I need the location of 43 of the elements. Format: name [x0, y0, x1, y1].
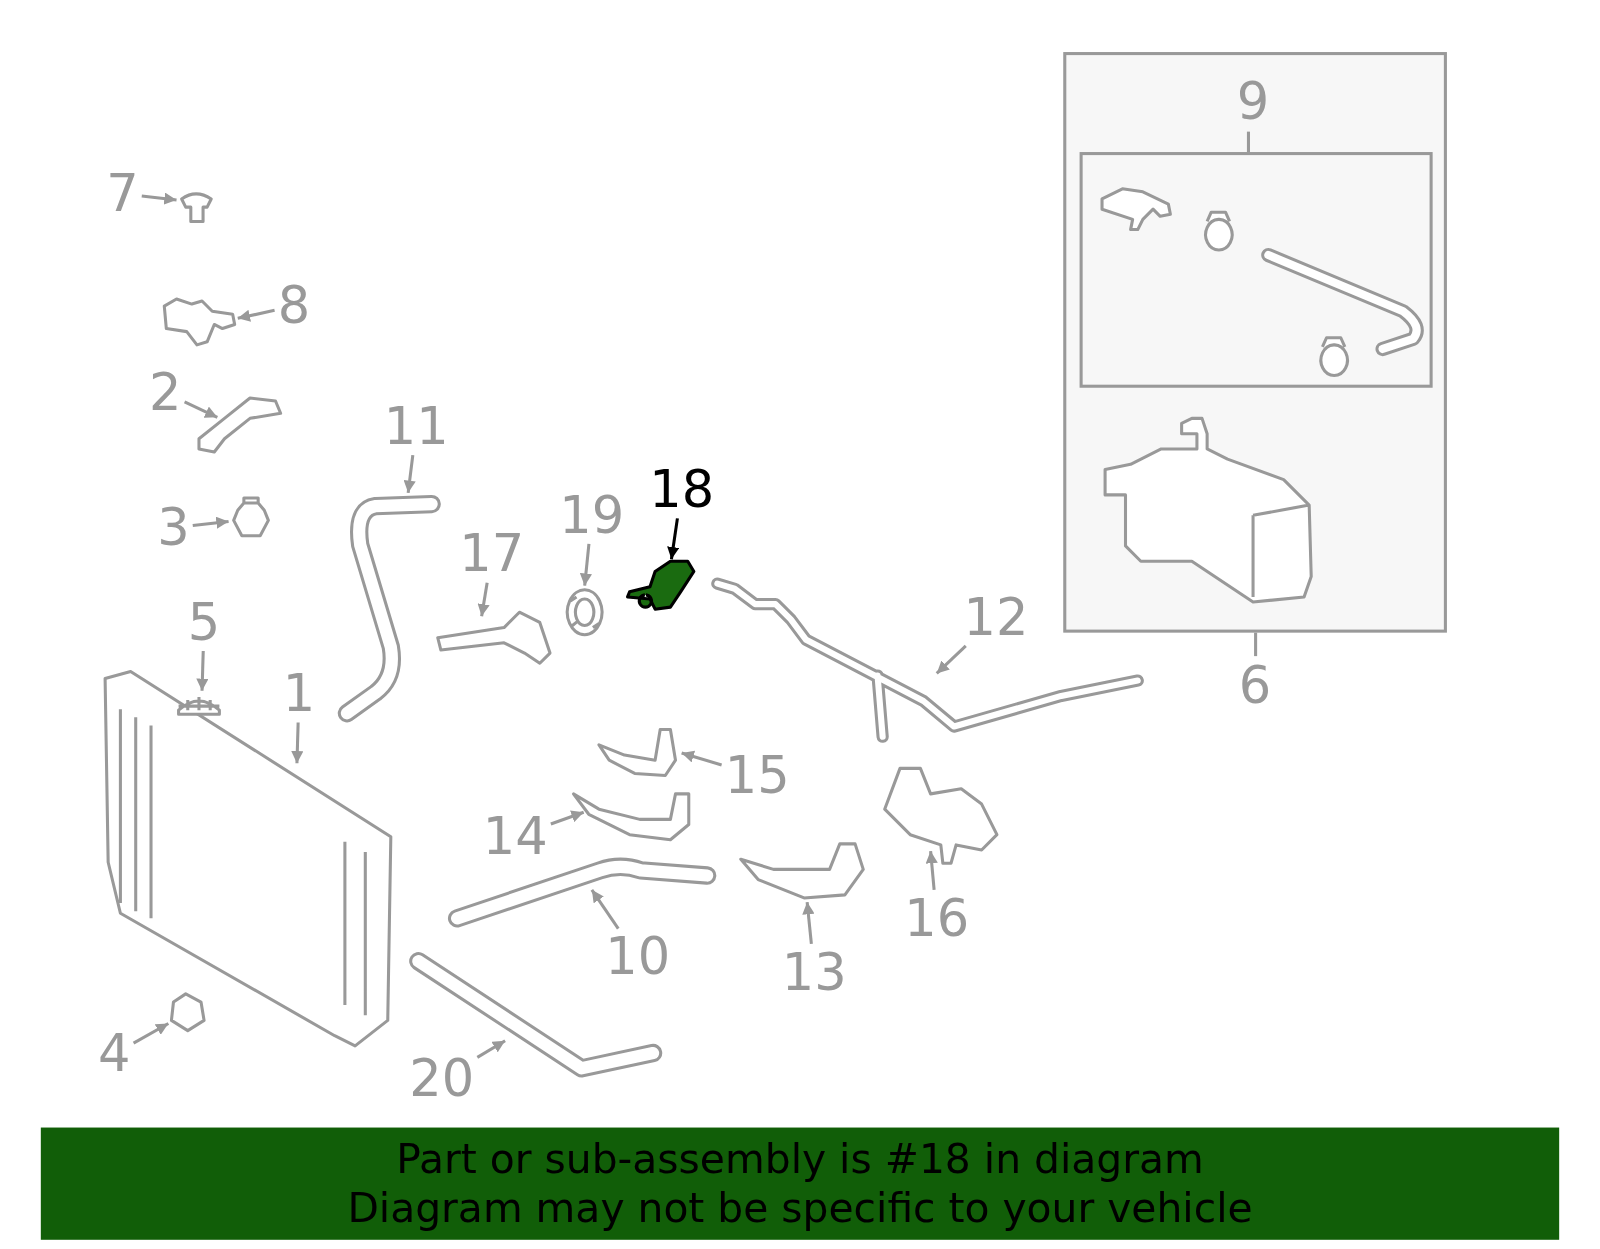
callout-number: 6	[1238, 660, 1272, 712]
callout-number: 9	[1236, 76, 1270, 128]
callout-number: 10	[605, 931, 671, 983]
callout-number: 2	[149, 367, 182, 419]
leader-line	[141, 192, 177, 205]
callout-number: 13	[781, 946, 847, 998]
leader-line	[550, 810, 585, 826]
cushion-drawing	[229, 494, 273, 540]
callout-number: 12	[963, 591, 1029, 643]
leader-line	[590, 888, 620, 930]
leader-line	[237, 308, 275, 322]
leader-line	[291, 722, 304, 764]
callout-number: 19	[559, 489, 625, 541]
leader-line	[196, 650, 209, 691]
leader-line	[579, 543, 592, 586]
callout-number: 5	[187, 596, 221, 648]
callout-number: 20	[409, 1053, 475, 1105]
callout-number: 4	[98, 1028, 131, 1080]
callout-number: 7	[106, 168, 139, 220]
leader-line	[667, 518, 680, 560]
callout-number: 1	[282, 668, 316, 720]
leader-line	[403, 454, 416, 494]
callout-number: 17	[459, 528, 525, 580]
caption-text: Part or sub-assembly is #18 in diagram	[396, 1134, 1204, 1184]
callout-number: 8	[277, 280, 311, 332]
callout-number: 16	[904, 892, 970, 944]
callout-number: 18	[649, 464, 715, 516]
callout-number: 11	[383, 401, 449, 453]
leader-line	[192, 516, 229, 529]
leader-line	[681, 750, 723, 767]
callout-number: 3	[157, 502, 190, 554]
seal-drawing	[564, 586, 606, 638]
leader-line	[477, 582, 490, 617]
leader-line	[802, 901, 815, 944]
leader-line	[183, 400, 218, 419]
callout-number: 14	[482, 811, 548, 863]
bracket-drawing	[161, 295, 238, 347]
callout-number: 15	[724, 750, 790, 801]
leader-line	[132, 1022, 170, 1045]
leader-line	[476, 1039, 506, 1059]
leader-line	[925, 850, 938, 890]
caption-text: Diagram may not be specific to your vehicle	[347, 1183, 1253, 1233]
leader-line	[935, 644, 967, 675]
